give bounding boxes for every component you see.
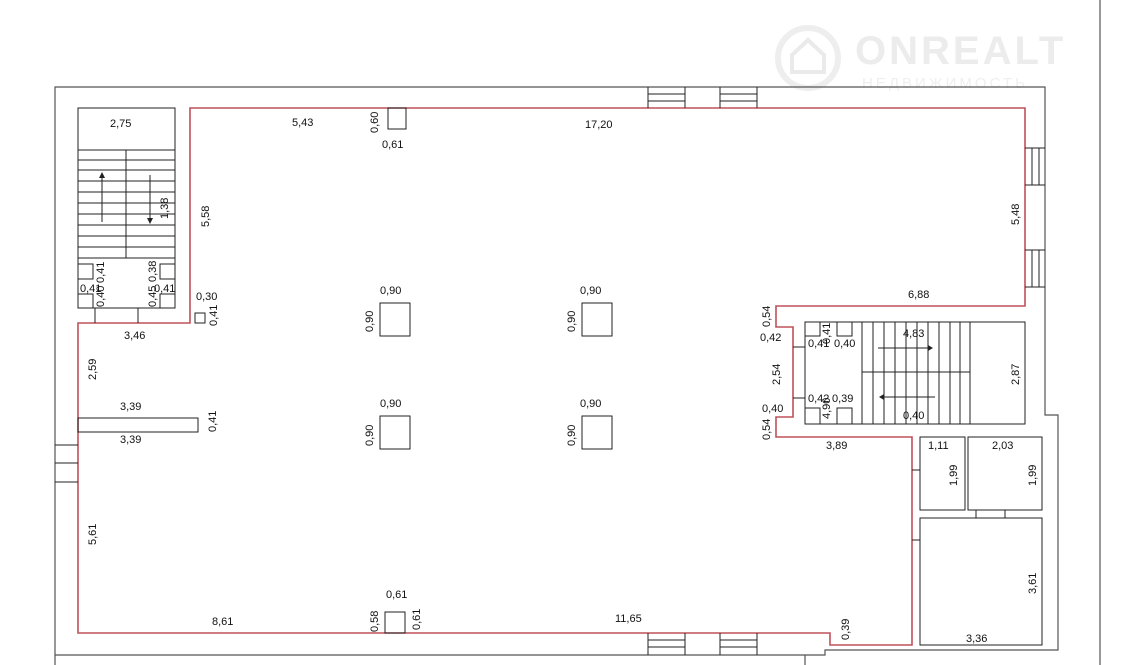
dimension-label: 2,75 xyxy=(110,118,131,130)
dimension-label: 1,11 xyxy=(928,440,949,452)
dimension-label: 0,45 xyxy=(147,286,159,307)
dimension-label: 0,38 xyxy=(147,261,159,282)
dimension-label: 4,83 xyxy=(903,328,924,340)
dimension-label: 0,90 xyxy=(364,425,376,446)
utility-rooms xyxy=(912,436,1043,646)
column-notch xyxy=(194,312,206,324)
dimension-label: 2,87 xyxy=(1010,364,1022,385)
column xyxy=(379,302,411,337)
dimension-label: 5,43 xyxy=(292,117,313,129)
dimension-label: 0,61 xyxy=(382,139,403,151)
dimension-label: 0,40 xyxy=(95,286,107,307)
dimension-label: 2,54 xyxy=(771,364,783,385)
dimension-label: 0,39 xyxy=(832,393,853,405)
dimension-label: 1,38 xyxy=(159,198,171,219)
premises-outline xyxy=(77,107,1026,646)
dimension-label: 0,90 xyxy=(380,398,401,410)
dimension-label: 6,88 xyxy=(908,289,929,301)
column xyxy=(581,302,613,337)
dimension-label: 0,40 xyxy=(834,338,855,350)
dimension-label: 0,40 xyxy=(903,410,924,422)
column xyxy=(379,415,411,450)
dimension-label: 1,99 xyxy=(948,465,960,486)
dimension-label: 0,90 xyxy=(566,311,578,332)
dimension-label: 0,54 xyxy=(761,306,773,327)
dimension-label: 8,61 xyxy=(212,616,233,628)
watermark-brand: ONREALT xyxy=(855,29,1066,73)
dimension-label: 0,41 xyxy=(207,411,219,432)
dimension-label: 3,39 xyxy=(120,434,141,446)
dimension-label: 11,65 xyxy=(615,613,642,625)
dimension-label: 3,46 xyxy=(124,330,145,342)
dimension-label: 0,58 xyxy=(369,611,381,632)
dimension-label: 5,61 xyxy=(87,524,99,545)
dimension-label: 0,90 xyxy=(580,285,601,297)
dimension-label: 3,61 xyxy=(1027,573,1039,594)
dimension-label: 0,90 xyxy=(580,398,601,410)
dimension-label: 5,48 xyxy=(1010,204,1022,225)
dimension-label: 0,41 xyxy=(208,305,220,326)
dimension-label: 1,99 xyxy=(1027,465,1039,486)
dimension-label: 5,58 xyxy=(200,206,212,227)
watermark-subtitle: НЕДВИЖИМОСТЬ xyxy=(862,75,1028,92)
dimension-label: 17,20 xyxy=(585,119,613,131)
columns xyxy=(379,302,613,450)
dimension-label: 3,36 xyxy=(966,633,987,645)
dimension-label: 3,89 xyxy=(826,440,847,452)
dimension-label: 0,42 xyxy=(808,393,829,405)
dimension-label: 0,41 xyxy=(808,338,829,350)
left-staircase xyxy=(77,107,176,323)
house-icon xyxy=(790,37,826,74)
building-outline xyxy=(54,86,1059,665)
watermark: ONREALT НЕДВИЖИМОСТЬ xyxy=(775,25,1066,92)
dimension-label: 0,54 xyxy=(761,419,773,440)
dimension-label: 2,03 xyxy=(992,440,1013,452)
dimension-label: 0,41 xyxy=(154,283,175,295)
dimension-label: 0,40 xyxy=(762,403,783,415)
dimension-label: 0,30 xyxy=(196,291,217,303)
dimension-label: 0,90 xyxy=(566,425,578,446)
dimension-label: 0,41 xyxy=(821,323,833,344)
column xyxy=(581,415,613,450)
dimension-label: 4,90 xyxy=(821,398,833,419)
column-top xyxy=(387,107,407,130)
dimension-label: 2,59 xyxy=(87,359,99,380)
partition-wall xyxy=(77,417,199,433)
dimension-label: 0,39 xyxy=(840,619,852,640)
dimension-label: 0,61 xyxy=(386,589,407,601)
dimension-label: 0,90 xyxy=(380,285,401,297)
windows xyxy=(55,87,1045,655)
dimension-label: 0,60 xyxy=(369,112,381,133)
right-staircase xyxy=(793,321,1026,425)
dimension-label: 0,41 xyxy=(95,262,107,283)
dimension-label: 3,39 xyxy=(120,401,141,413)
dimension-label: 0,61 xyxy=(411,609,423,630)
dimension-label: 0,41 xyxy=(80,283,101,295)
dimension-label: 0,90 xyxy=(364,311,376,332)
column-bottom xyxy=(384,611,406,634)
dimension-label: 0,42 xyxy=(760,332,781,344)
